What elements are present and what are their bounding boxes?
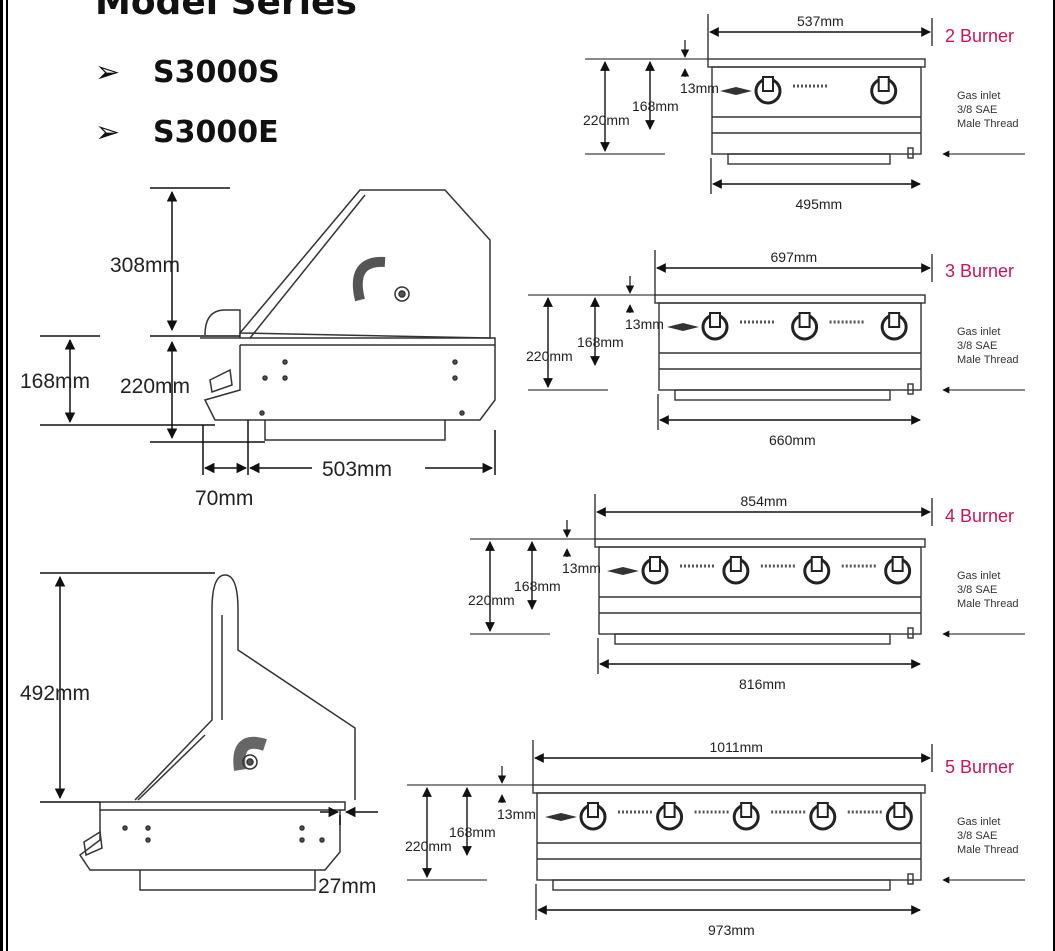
knob-grip (888, 312, 901, 328)
gas-inlet-note: Gas inlet (957, 816, 1000, 828)
dim-168-label: 168mm (632, 98, 679, 114)
knob-grip (709, 312, 721, 328)
page-title: Model Series (95, 0, 357, 23)
knob-grip (587, 802, 599, 818)
dim-168-label: 168mm (514, 578, 561, 594)
dim-220-label: 220mm (405, 838, 452, 854)
gas-inlet-note: 3/8 SAE (957, 340, 997, 352)
gas-inlet-stub (907, 627, 914, 639)
burner-count-label: 5 Burner (945, 757, 1014, 777)
dim-13-label: 13mm (680, 80, 719, 96)
ignition-badge-icon (607, 567, 639, 575)
knob-grip (816, 802, 829, 818)
knob-grip (798, 312, 811, 328)
grill-base (727, 153, 891, 165)
gas-inlet-note: 3/8 SAE (957, 104, 997, 116)
width-top-label: 1011mm (710, 739, 763, 755)
arrow-bullet-icon: ➢ (95, 55, 121, 90)
gas-inlet-note: Male Thread (957, 118, 1019, 130)
dim-13-label: 13mm (625, 316, 664, 332)
dim-220-label: 220mm (583, 112, 630, 128)
dim-body-height: 220mm (120, 375, 190, 398)
arrow-bullet-icon: ➢ (95, 115, 121, 150)
knob-grip (877, 76, 890, 92)
knob-grip (891, 556, 904, 572)
knob-grip (649, 556, 661, 572)
dim-13-label: 13mm (562, 560, 601, 576)
knob-grip (810, 556, 823, 572)
gas-inlet-note: Gas inlet (957, 90, 1000, 102)
model-item-s3000s: ➢ S3000S (95, 55, 280, 90)
dim-220-label: 220mm (526, 348, 573, 364)
gas-inlet-note: Male Thread (957, 844, 1019, 856)
width-top-label: 537mm (797, 13, 844, 29)
width-top-label: 854mm (741, 493, 788, 509)
gas-inlet-note: 3/8 SAE (957, 584, 997, 596)
left-border (0, 0, 3, 951)
model-item-s3000e: ➢ S3000E (95, 115, 279, 150)
burner-count-label: 4 Burner (945, 506, 1014, 526)
gas-inlet-stub (907, 147, 914, 159)
grill-base (614, 633, 891, 645)
width-bottom-label: 495mm (796, 196, 843, 212)
gas-inlet-note: Gas inlet (957, 326, 1000, 338)
grill-body (658, 302, 922, 391)
gas-inlet-stub (907, 383, 914, 395)
model-name: S3000E (153, 115, 279, 150)
right-border (1053, 0, 1055, 951)
dim-220-label: 220mm (468, 592, 515, 608)
gas-inlet-note: 3/8 SAE (957, 830, 997, 842)
gas-inlet-note: Gas inlet (957, 570, 1000, 582)
dim-depth: 503mm (322, 458, 392, 481)
dim-gap: 70mm (195, 487, 253, 510)
left-border-inner (6, 0, 8, 951)
width-bottom-label: 973mm (708, 922, 755, 938)
ignition-badge-icon (720, 87, 752, 95)
grill-top-plate (707, 58, 926, 68)
dim-hood-height: 308mm (110, 254, 180, 277)
side-view-open (78, 574, 356, 891)
grill-top-plate (654, 294, 926, 304)
ignition-badge-icon (545, 813, 577, 821)
width-bottom-label: 816mm (739, 676, 786, 692)
gas-inlet-note: Male Thread (957, 598, 1019, 610)
ignition-badge-icon (667, 323, 699, 331)
dim-front-height: 168mm (20, 370, 90, 393)
width-top-label: 697mm (771, 249, 818, 265)
grill-top-plate (594, 538, 926, 548)
knob-grip (663, 802, 676, 818)
knob-grip (740, 802, 753, 818)
dim-13-label: 13mm (497, 806, 536, 822)
width-bottom-label: 660mm (769, 432, 816, 448)
side-view-hood-dims (40, 187, 496, 475)
gas-inlet-stub (907, 873, 914, 885)
dim-inset: 27mm (318, 875, 376, 898)
gas-inlet-note: Male Thread (957, 354, 1019, 366)
dim-168-label: 168mm (577, 334, 624, 350)
dim-open-height: 492mm (20, 682, 90, 705)
grill-base (674, 389, 891, 401)
grill-base (552, 879, 891, 891)
model-name: S3000S (153, 55, 280, 90)
burner-count-label: 3 Burner (945, 261, 1014, 281)
knob-grip (729, 556, 742, 572)
knob-grip (893, 802, 906, 818)
side-view-open-dims (40, 572, 378, 825)
knob-grip (762, 76, 774, 92)
grill-top-plate (532, 784, 926, 794)
burner-count-label: 2 Burner (945, 26, 1014, 46)
side-view-hood (200, 189, 496, 441)
dim-168-label: 168mm (449, 824, 496, 840)
